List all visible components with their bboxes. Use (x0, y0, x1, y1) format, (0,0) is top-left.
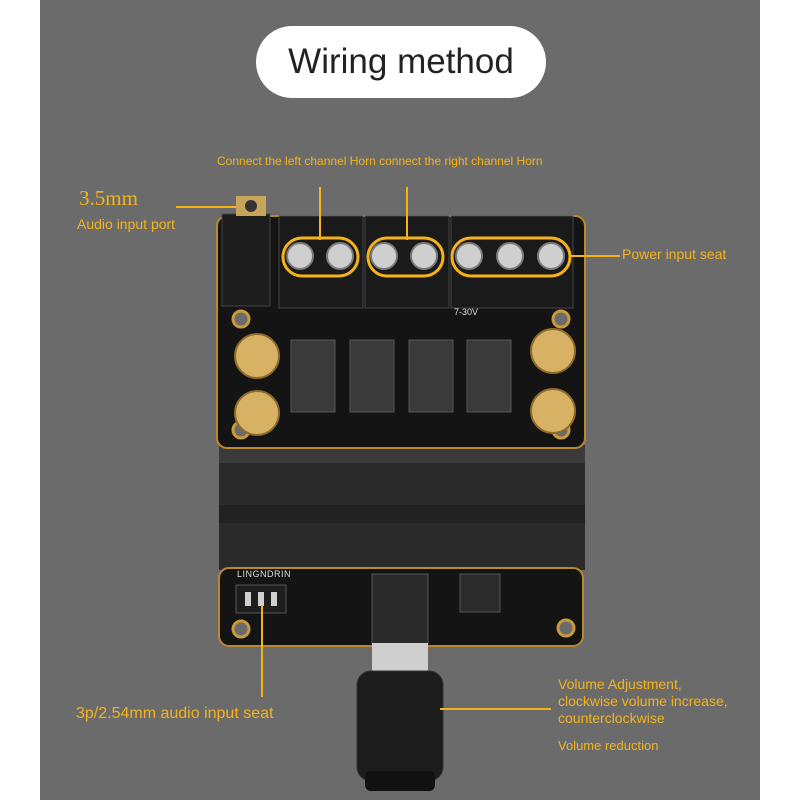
regulator-chip (459, 573, 501, 613)
audio-port-size-label: 3.5mm (79, 186, 138, 210)
volume-label-line1: Volume Adjustment, (558, 676, 682, 692)
power-label: Power input seat (622, 246, 727, 262)
screw (537, 242, 565, 270)
screw (410, 242, 438, 270)
mount-hole (556, 618, 576, 638)
volume-knob-cap (365, 771, 435, 791)
capacitors (234, 328, 576, 436)
volume-knob (356, 670, 444, 782)
potentiometer-body (371, 573, 429, 645)
volume-label-line3: counterclockwise (558, 710, 665, 726)
screw (326, 242, 354, 270)
heatsink-shade-lower (219, 505, 585, 523)
board-voltage-print: 7-30V (454, 307, 479, 317)
header-pins (245, 592, 277, 606)
capacitor (234, 390, 280, 436)
highlight-right-horn (366, 236, 445, 278)
mount-hole (231, 619, 251, 639)
audio-jack-hole (245, 200, 257, 212)
mount-hole (551, 309, 571, 329)
capacitor (530, 328, 576, 374)
mount-hole (231, 309, 251, 329)
horn-label: Connect the left channel Horn connect th… (217, 154, 543, 168)
knob-shaft (372, 643, 428, 673)
volume-label-line4: Volume reduction (558, 738, 659, 753)
chip (408, 339, 454, 413)
audio-seat-label: 3p/2.54mm audio input seat (76, 705, 274, 722)
capacitor (234, 333, 280, 379)
screw (496, 242, 524, 270)
volume-label-line2: clockwise volume increase, (558, 693, 728, 709)
page-title: Wiring method (288, 42, 514, 81)
chip (349, 339, 395, 413)
power-chips (290, 339, 512, 413)
title-pill: Wiring method (256, 26, 546, 98)
leader-lines (176, 187, 620, 710)
heatsink-shade (219, 445, 585, 463)
audio-port-label: Audio input port (77, 216, 176, 232)
chip (290, 339, 336, 413)
capacitor (530, 388, 576, 434)
screw (370, 242, 398, 270)
terminal-screws (286, 242, 565, 270)
board-header-print: LINGNDRIN (237, 569, 292, 579)
audio-jack-body (221, 213, 271, 307)
screw (286, 242, 314, 270)
chip (466, 339, 512, 413)
screw (455, 242, 483, 270)
